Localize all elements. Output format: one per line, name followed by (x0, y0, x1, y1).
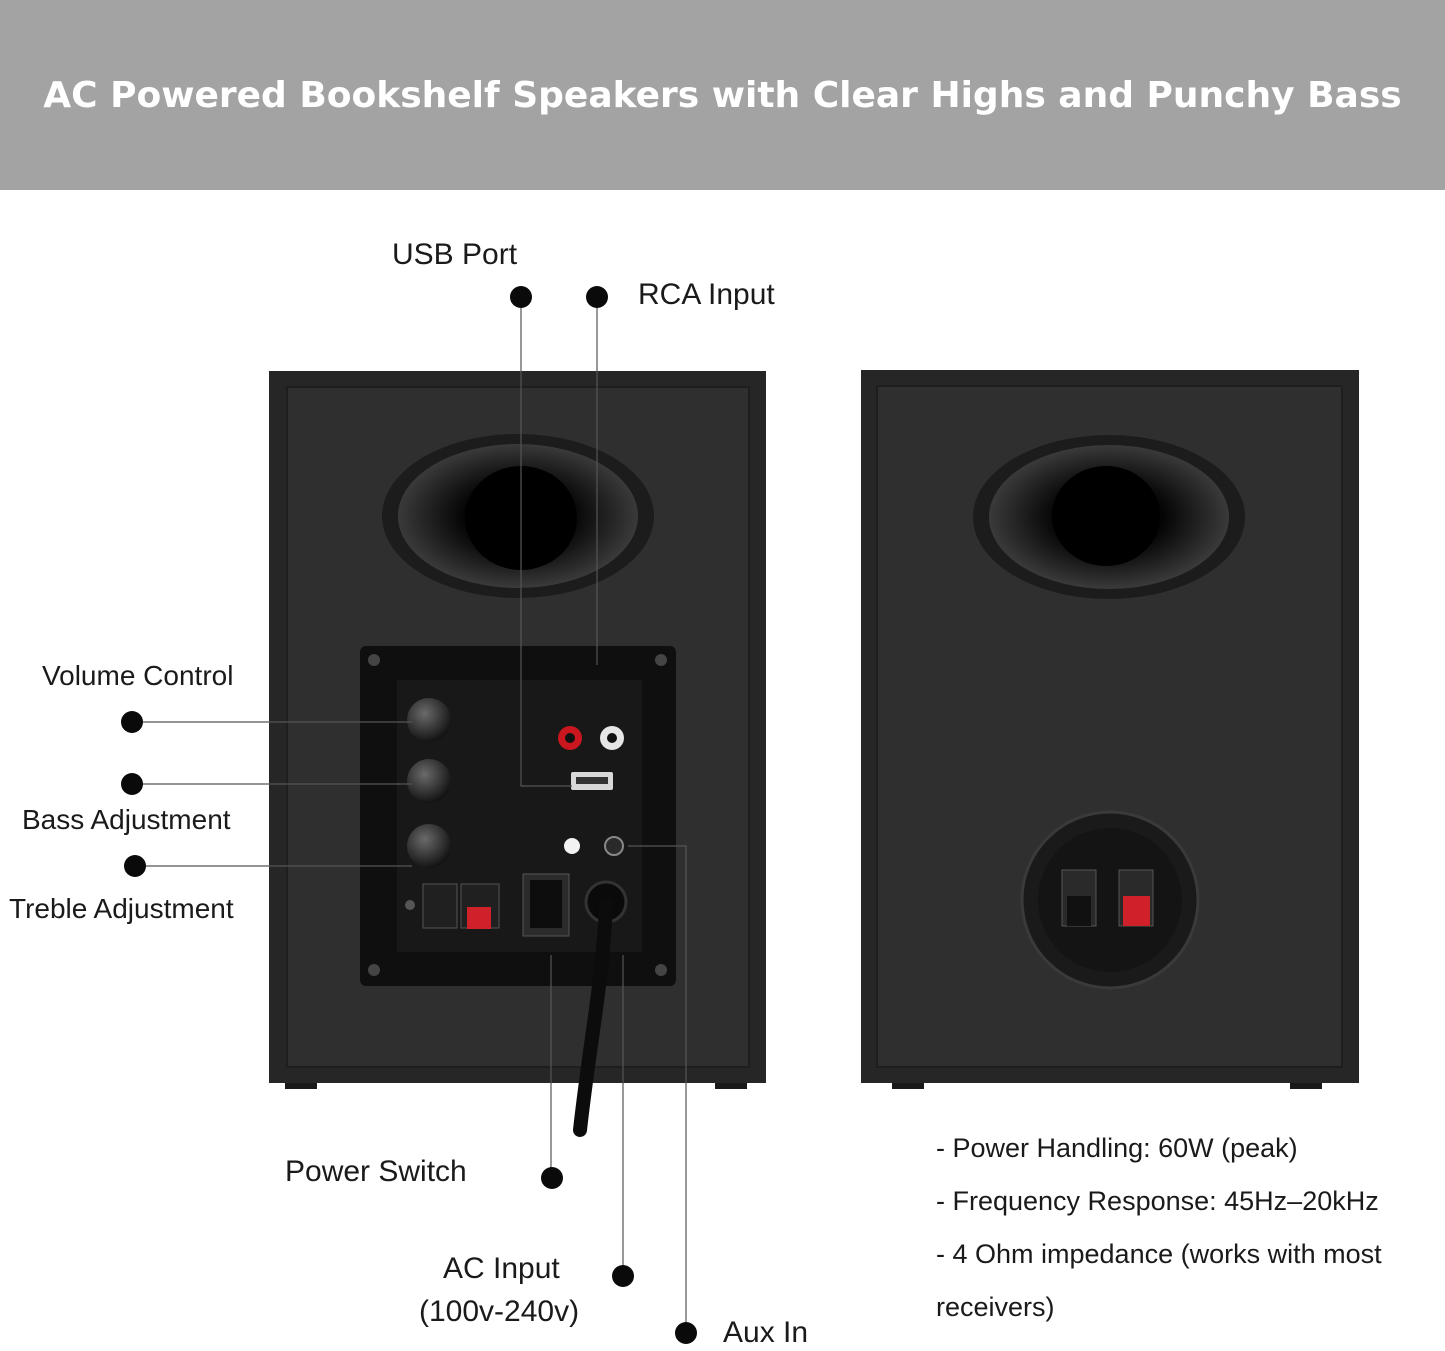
treble-knob[interactable] (407, 759, 451, 803)
spec-impedance: - 4 Ohm impedance (works with most (936, 1239, 1382, 1269)
bass-adjustment-label: Bass Adjustment (22, 804, 231, 835)
bass-adjustment-dot (121, 773, 143, 795)
volume-control-label: Volume Control (42, 660, 234, 691)
active-speaker-rear (269, 371, 766, 1137)
bass-port (382, 434, 654, 598)
treble-adjustment-dot (124, 855, 146, 877)
passive-speaker-rear (861, 370, 1359, 1089)
treble-adjustment-label: Treble Adjustment (9, 893, 234, 924)
speaker-terminal-cup (1020, 810, 1200, 990)
spec-frequency-response: - Frequency Response: 45Hz–20kHz (936, 1186, 1379, 1216)
aux-jack[interactable] (604, 836, 624, 856)
aux-in-dot (675, 1322, 697, 1344)
spec-power-handling: - Power Handling: 60W (peak) (936, 1133, 1298, 1163)
callout-dots (121, 286, 697, 1344)
volume-knob[interactable] (407, 698, 451, 742)
ac-input-label: AC Input (443, 1252, 560, 1285)
rca-input-dot (586, 286, 608, 308)
led-indicator (564, 838, 580, 854)
spec-impedance-continued: receivers) (936, 1292, 1055, 1322)
power-switch-dot (541, 1167, 563, 1189)
terminal-red[interactable] (1123, 896, 1150, 926)
terminal-black[interactable] (1067, 896, 1091, 926)
output-terminal-red[interactable] (467, 907, 491, 929)
bass-port-passive (973, 435, 1245, 599)
callout-lines (132, 297, 687, 1333)
power-switch-label: Power Switch (285, 1155, 467, 1188)
page-title: AC Powered Bookshelf Speakers with Clear… (43, 74, 1402, 116)
usb-port-dot (510, 286, 532, 308)
volume-control-dot (121, 711, 143, 733)
amplifier-panel (360, 646, 676, 1137)
bass-knob[interactable] (407, 824, 451, 868)
aux-in-label: Aux In (723, 1316, 809, 1349)
ac-input-dot (612, 1265, 634, 1287)
rca-input-label: RCA Input (638, 278, 775, 311)
usb-port-label: USB Port (392, 238, 518, 271)
header-banner: AC Powered Bookshelf Speakers with Clear… (0, 0, 1445, 190)
ac-input-voltage-label: (100v-240v) (419, 1295, 580, 1328)
